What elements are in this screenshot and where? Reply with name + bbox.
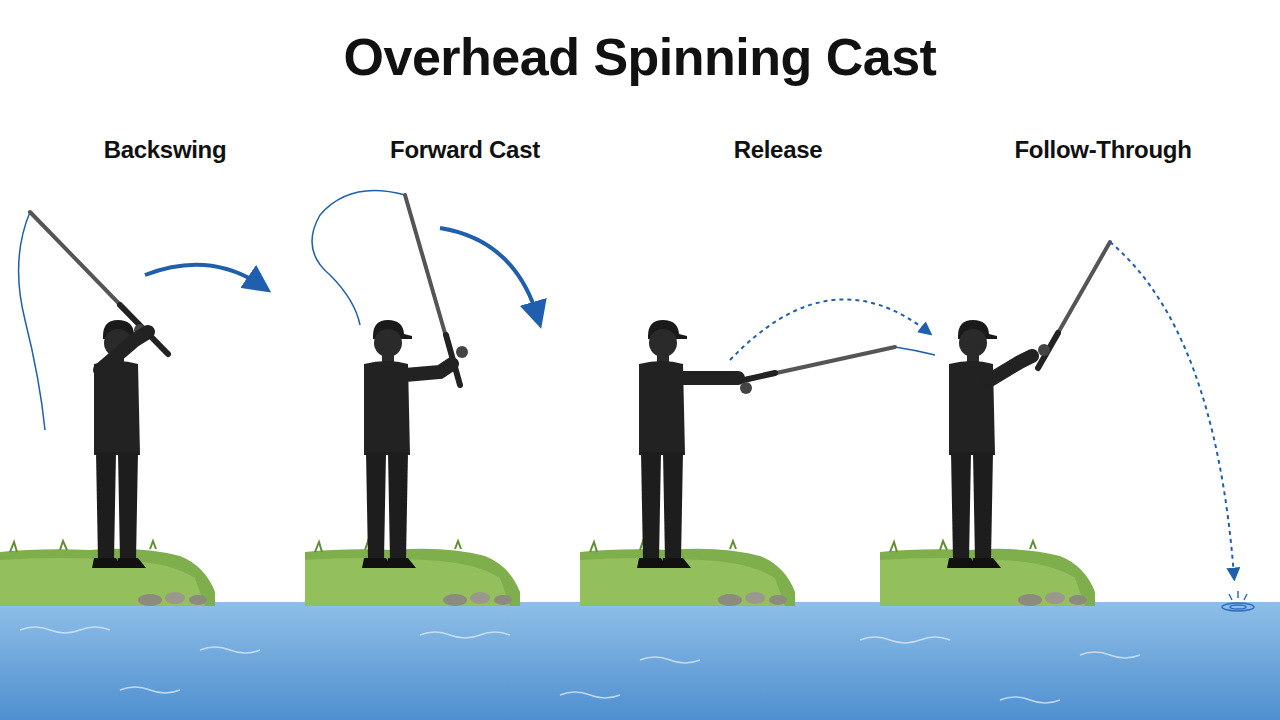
release-figure xyxy=(637,299,935,568)
forward-cast-figure xyxy=(312,191,538,569)
diagram-title: Overhead Spinning Cast xyxy=(344,27,937,87)
backswing-figure xyxy=(19,212,262,568)
step-label: Forward Cast xyxy=(390,136,540,164)
step-label: Backswing xyxy=(104,136,227,164)
follow-through-figure xyxy=(947,242,1254,611)
step-label: Follow-Through xyxy=(1014,136,1191,164)
water xyxy=(0,602,1280,720)
step-label: Release xyxy=(734,136,823,164)
